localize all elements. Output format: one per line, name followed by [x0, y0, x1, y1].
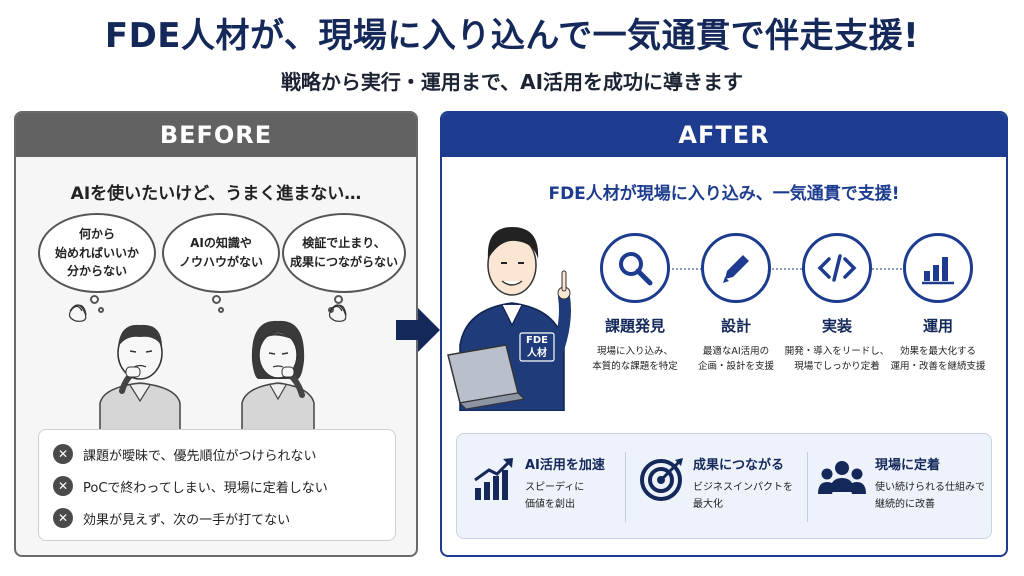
- benefit-desc-line: 使い続けられる仕組みで: [875, 482, 985, 493]
- bubble-dot: [212, 295, 221, 304]
- step-desc-line: 開発・導入をリードし、: [784, 346, 890, 357]
- list-item: ✕ 効果が見えず、次の一手が打てない: [53, 502, 381, 534]
- step-desc-line: 現場に入り込み、: [596, 346, 673, 357]
- bubble-dot: [334, 295, 343, 304]
- step-implementation: 実装 開発・導入をリードし、 現場でしっかり定着: [782, 233, 892, 374]
- fde-person-illustration: [447, 227, 571, 411]
- steps-connector: [632, 268, 934, 270]
- step-desc-line: 最適なAI活用の: [702, 346, 770, 357]
- step-desc-line: 本質的な課題を特定: [592, 361, 678, 373]
- step-title: 運用: [922, 317, 953, 335]
- bar-chart-icon: [922, 257, 954, 285]
- benefit-adoption: 現場に定着 使い続けられる仕組みで 継続的に改善: [817, 448, 985, 526]
- thought-bubble-3: 検証で止まり、 成果につながらない: [282, 213, 406, 293]
- step-desc-line: 企画・設計を支援: [697, 361, 774, 373]
- bubble-line: 何から: [78, 227, 115, 242]
- step-desc-line: 現場でしっかり定着: [794, 361, 880, 373]
- benefit-desc-line: ビジネスインパクトを: [693, 482, 793, 493]
- benefit-desc: 使い続けられる仕組みで 継続的に改善: [875, 479, 985, 513]
- step-circle: [600, 233, 670, 303]
- step-circle: [701, 233, 771, 303]
- step-desc-line: 運用・改善を継続支援: [890, 361, 986, 373]
- arrow-right-icon: [396, 308, 440, 352]
- step-issue-discovery: 課題発見 現場に入り込み、 本質的な課題を特定: [580, 233, 690, 374]
- bubble-dot: [218, 307, 224, 313]
- benefit-desc: スピーディに 価値を創出: [525, 479, 605, 513]
- x-circle-icon: ✕: [53, 508, 73, 528]
- benefit-desc: ビジネスインパクトを 最大化: [693, 479, 793, 513]
- team-icon: [818, 461, 866, 494]
- step-operation: 運用 効果を最大化する 運用・改善を継続支援: [883, 233, 993, 374]
- benefit-title: 成果につながる: [693, 458, 785, 473]
- problem-list: ✕ 課題が曖昧で、優先順位がつけられない ✕ PoCで終わってしまい、現場に定着…: [38, 429, 396, 541]
- step-desc: 開発・導入をリードし、 現場でしっかり定着: [782, 344, 892, 374]
- benefit-title: 現場に定着: [875, 458, 941, 473]
- page-subtitle: 戦略から実行・運用まで、AI活用を成功に導きます: [280, 70, 744, 94]
- confused-woman-illustration: [241, 304, 347, 431]
- list-item: ✕ 課題が曖昧で、優先順位がつけられない: [53, 438, 381, 470]
- thought-bubble-2: AIの知識や ノウハウがない: [162, 213, 280, 293]
- x-circle-icon: ✕: [53, 476, 73, 496]
- problem-text: 効果が見えず、次の一手が打てない: [83, 512, 291, 528]
- step-title: 設計: [720, 317, 751, 335]
- problem-text: PoCで終わってしまい、現場に定着しない: [83, 480, 328, 496]
- bubble-line: 成果につながらない: [289, 255, 398, 269]
- search-icon: [619, 252, 653, 286]
- benefit-divider: [625, 452, 626, 522]
- fde-badge: FDE 人材: [520, 334, 554, 360]
- benefit-divider: [807, 452, 808, 522]
- benefit-desc-line: スピーディに: [525, 482, 585, 493]
- bubble-line: 始めればいいか: [54, 245, 139, 260]
- target-icon: [640, 458, 683, 501]
- step-desc-line: 効果を最大化する: [899, 346, 976, 357]
- benefit-desc-line: 価値を創出: [525, 499, 575, 510]
- step-circle: [802, 233, 872, 303]
- after-heading: FDE人材が現場に入り込み、一気通貫で支援!: [548, 184, 900, 204]
- before-panel: BEFORE AIを使いたいけど、うまく進まない… 何から 始めればいいか 分か…: [14, 111, 418, 557]
- bubble-dot: [90, 295, 99, 304]
- before-heading: AIを使いたいけど、うまく進まない…: [70, 184, 362, 204]
- benefit-title: AI活用を加速: [525, 458, 605, 473]
- step-desc: 効果を最大化する 運用・改善を継続支援: [883, 344, 993, 374]
- step-desc: 現場に入り込み、 本質的な課題を特定: [580, 344, 690, 374]
- benefit-accelerate: AI活用を加速 スピーディに 価値を創出: [471, 448, 605, 526]
- bubble-line: AIの知識や: [190, 236, 252, 251]
- code-icon: [817, 254, 857, 282]
- bubble-line: ノウハウがない: [178, 255, 263, 269]
- step-title: 課題発見: [604, 317, 665, 335]
- step-circle: [903, 233, 973, 303]
- step-desc: 最適なAI活用の 企画・設計を支援: [681, 344, 791, 374]
- bubble-line: 検証で止まり、: [302, 236, 386, 251]
- badge-line: 人材: [527, 348, 547, 359]
- growth-chart-icon: [474, 458, 513, 500]
- bubble-line: 分からない: [66, 264, 127, 279]
- benefit-desc-line: 最大化: [693, 499, 723, 510]
- list-item: ✕ PoCで終わってしまい、現場に定着しない: [53, 470, 381, 502]
- step-title: 実装: [821, 317, 852, 335]
- benefit-results: 成果につながる ビジネスインパクトを 最大化: [639, 448, 793, 526]
- bubble-dot: [98, 307, 104, 313]
- problem-text: 課題が曖昧で、優先順位がつけられない: [83, 448, 317, 464]
- page-title: FDE人材が、現場に入り込んで一気通貫で伴走支援!: [104, 16, 920, 56]
- thought-bubble-1: 何から 始めればいいか 分からない: [38, 213, 156, 293]
- confused-man-illustration: [68, 304, 181, 431]
- benefit-panel: AI活用を加速 スピーディに 価値を創出 成果につながる ビジネスインパクトを: [456, 433, 992, 539]
- pencil-icon: [723, 255, 749, 283]
- before-label: BEFORE: [16, 113, 416, 157]
- benefit-desc-line: 継続的に改善: [875, 499, 935, 510]
- step-design: 設計 最適なAI活用の 企画・設計を支援: [681, 233, 791, 374]
- after-panel: AFTER FDE人材が現場に入り込み、一気通貫で支援! FDE 人材 課題発見…: [440, 111, 1008, 557]
- badge-line: FDE: [526, 335, 548, 346]
- x-circle-icon: ✕: [53, 444, 73, 464]
- after-label: AFTER: [442, 113, 1006, 157]
